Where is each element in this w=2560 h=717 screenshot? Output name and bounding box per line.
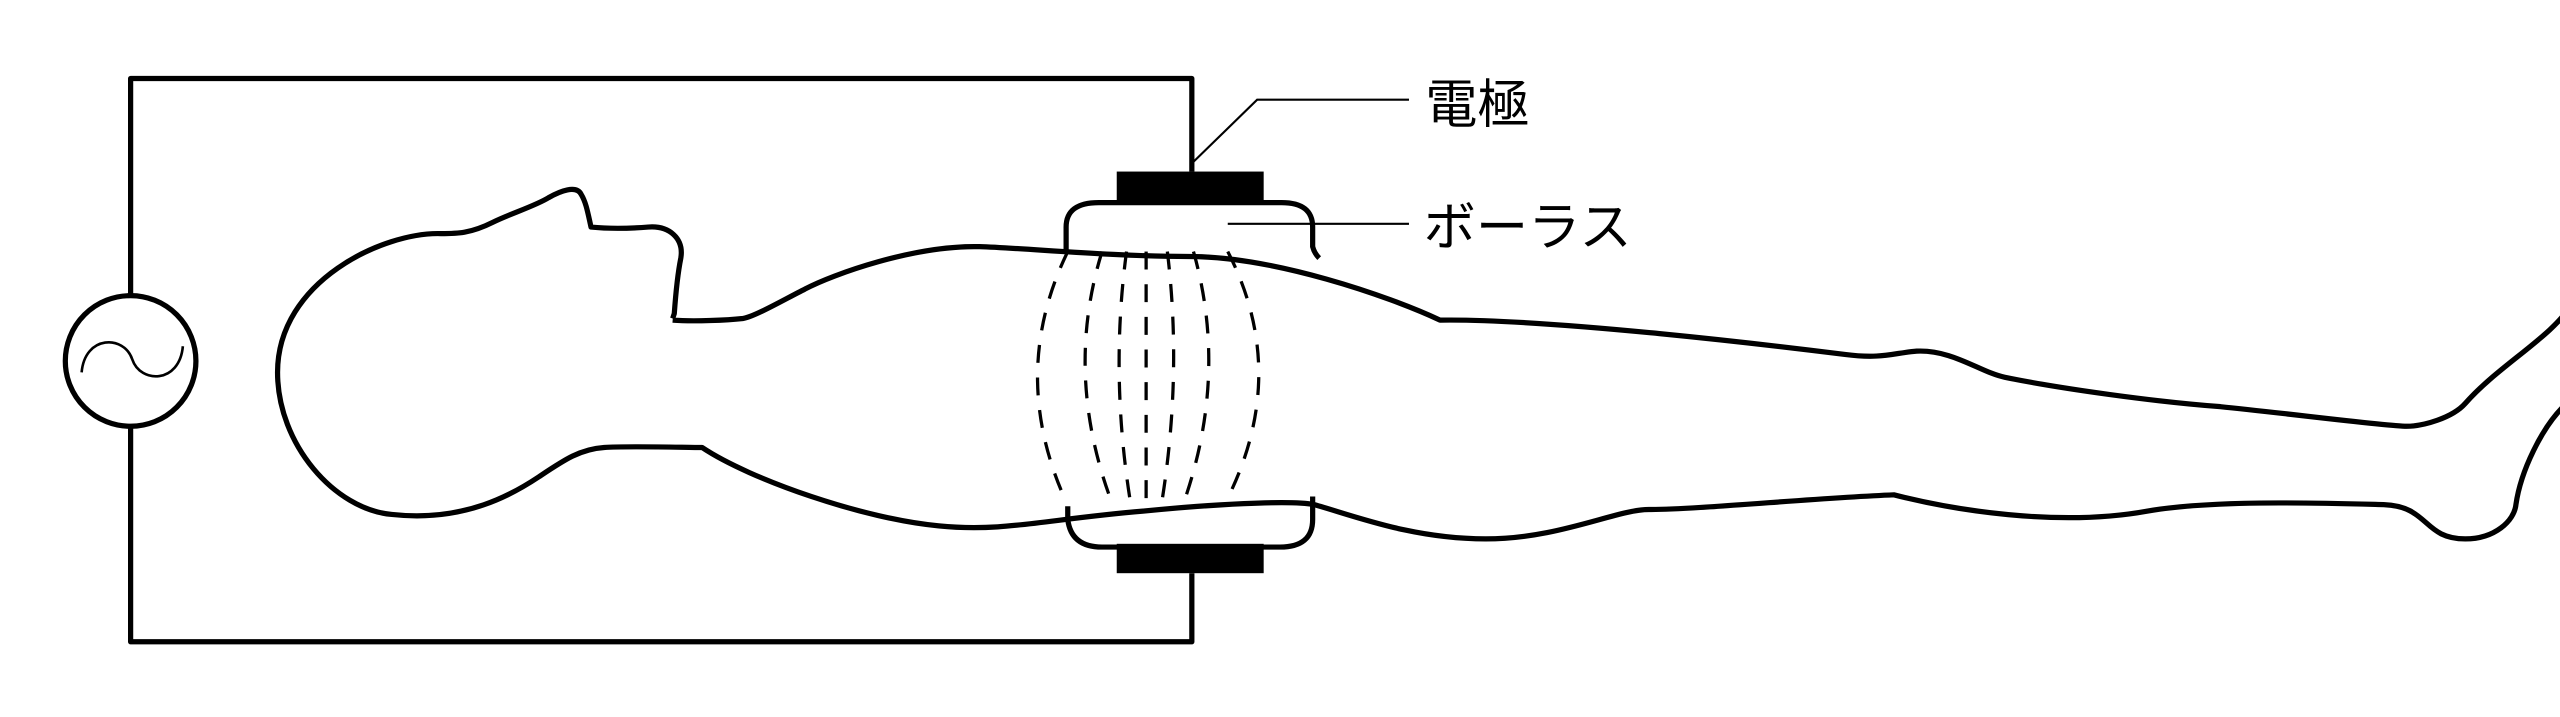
top-electrode [1116,171,1264,205]
bottom-bolus [1065,496,1316,550]
circuit-wire-bottom [128,426,1195,645]
circuit-wire-top [128,75,1195,296]
patient-body-outline [274,186,2560,542]
electric-field-lines [1035,250,1261,499]
ac-source-icon [62,293,199,429]
bolus-label: ボーラス [1424,198,1632,258]
electrode-label: 電極 [1425,76,1529,136]
electrode-leader-line [1191,98,1409,165]
top-bolus [1063,199,1322,260]
